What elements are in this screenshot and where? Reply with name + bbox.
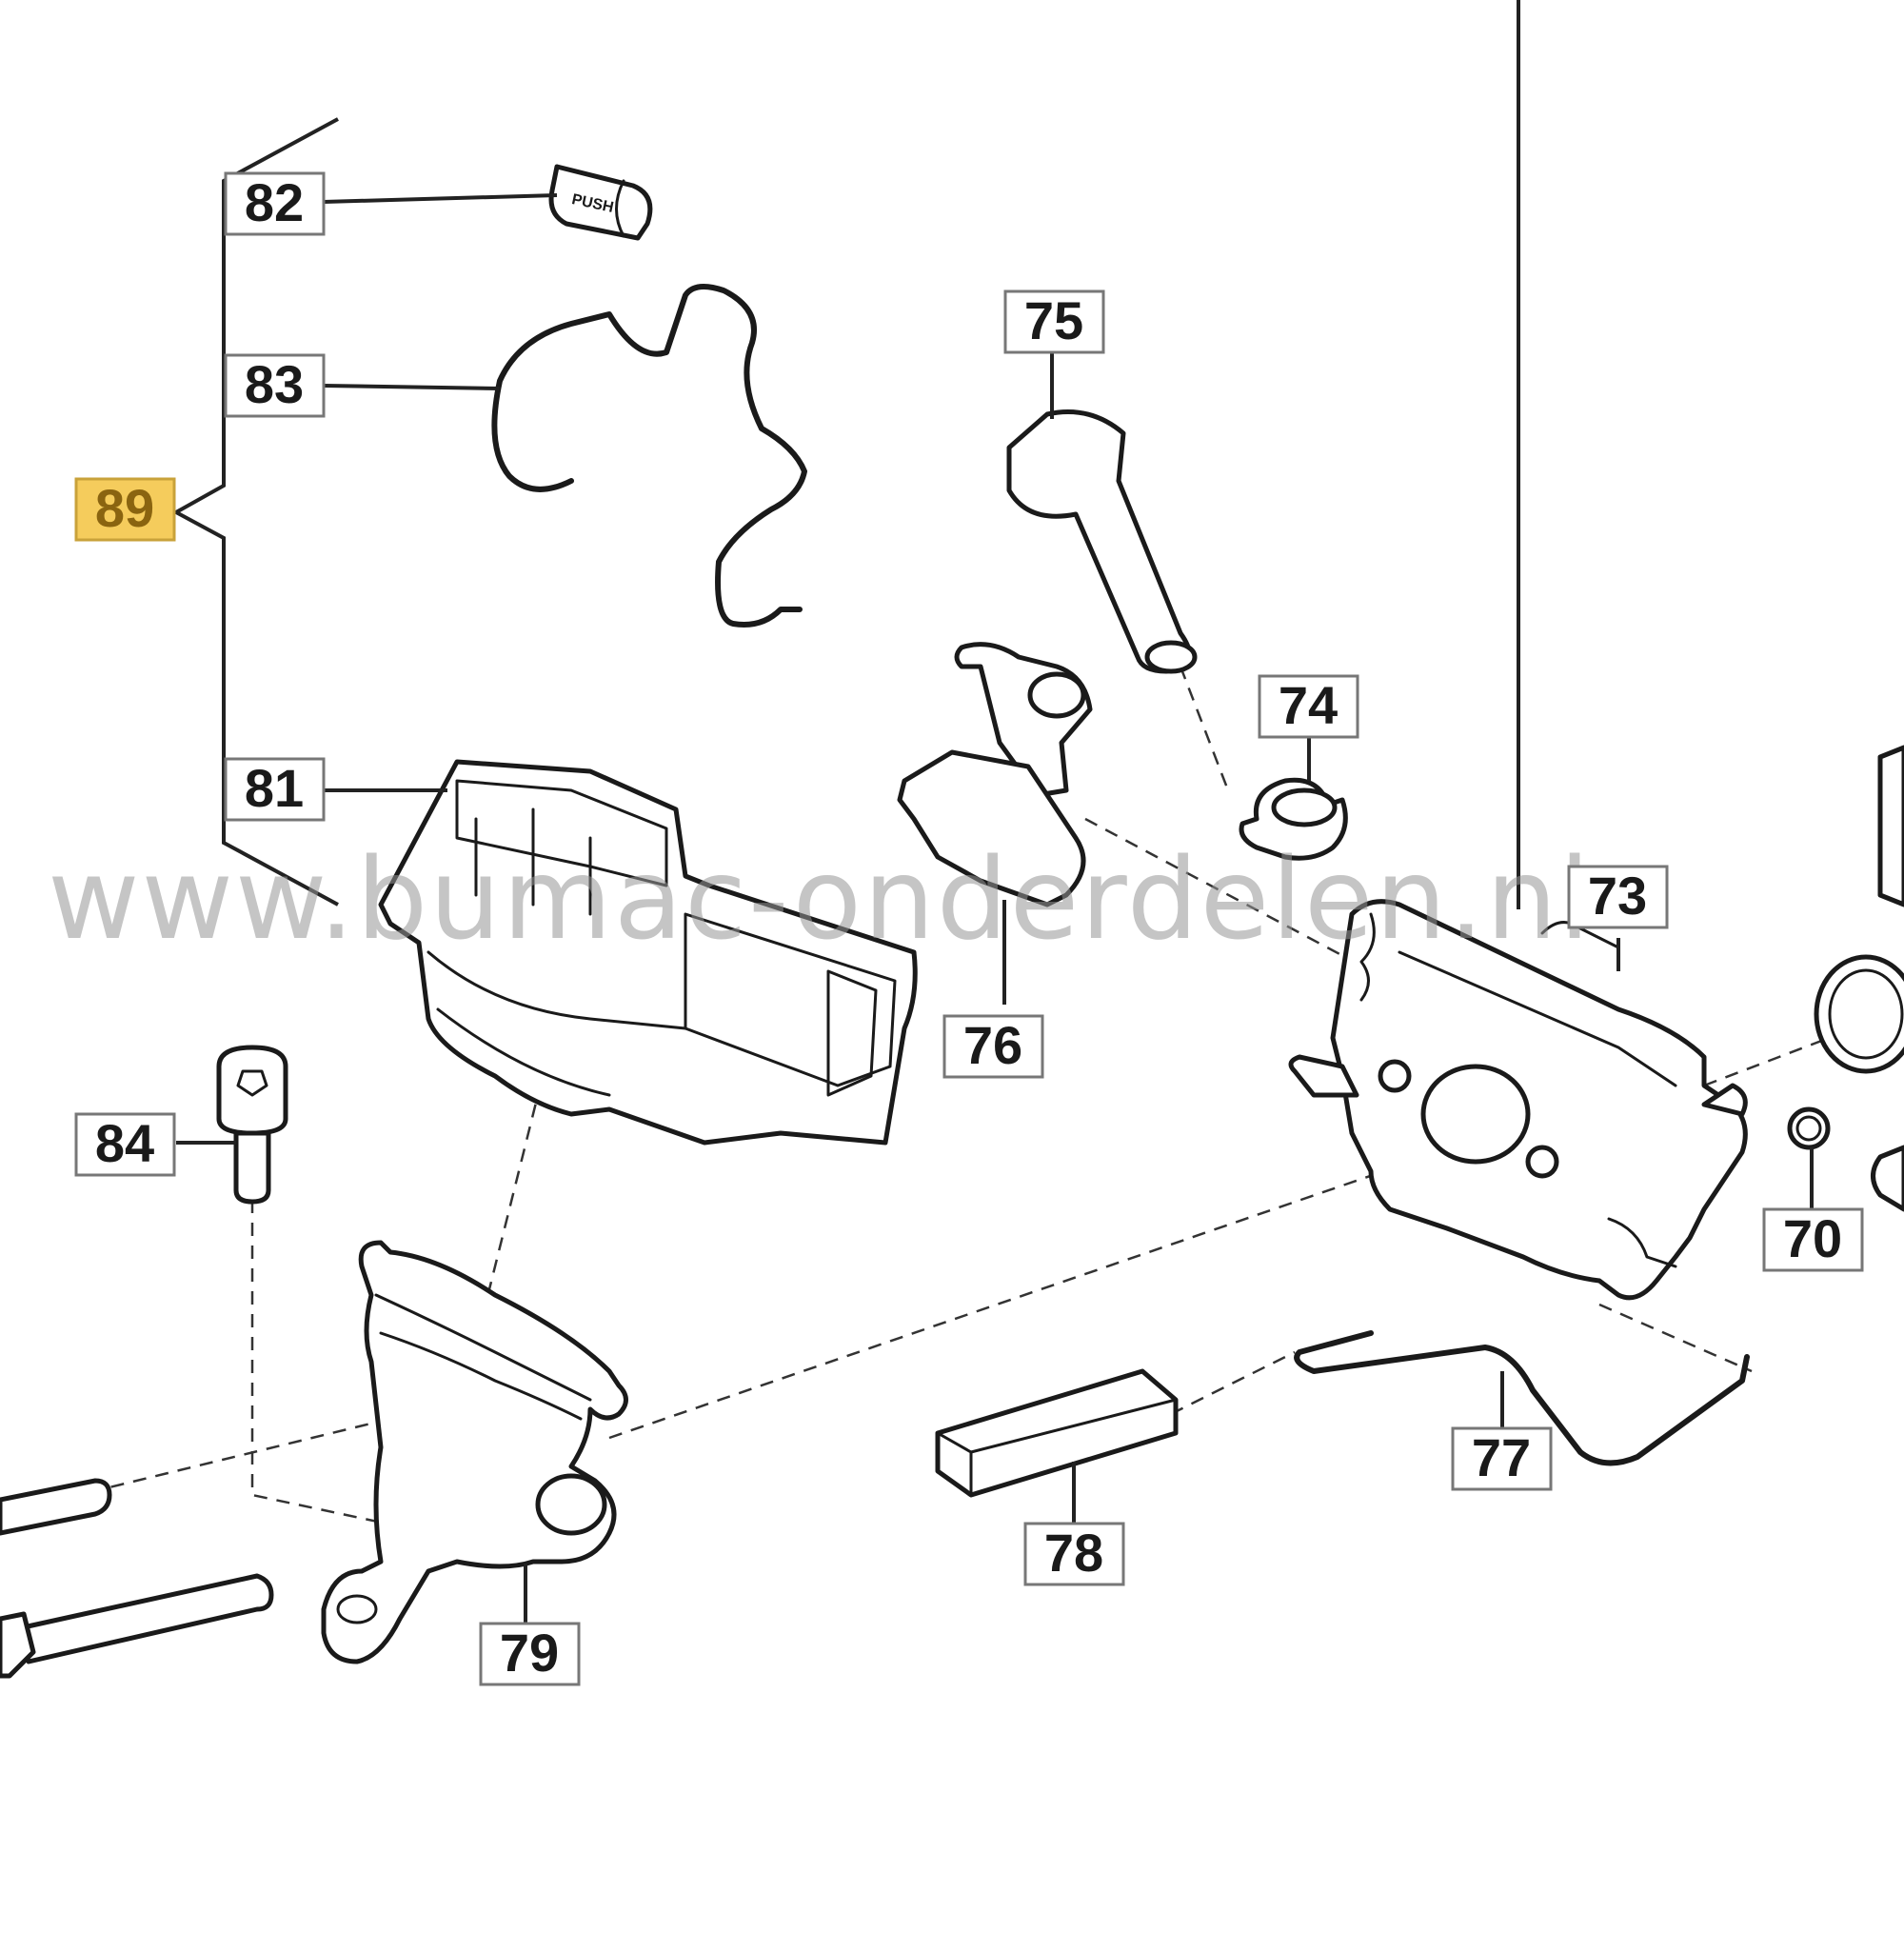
bolt-left-upper bbox=[0, 1478, 112, 1536]
callout-73[interactable]: 73 bbox=[1567, 865, 1669, 929]
part-79-intake-manifold[interactable] bbox=[321, 1240, 628, 1664]
callout-81[interactable]: 81 bbox=[224, 757, 326, 822]
part-74-grommet[interactable] bbox=[1239, 777, 1348, 861]
part-81-filter-housing[interactable] bbox=[378, 759, 918, 1146]
callout-79[interactable]: 79 bbox=[479, 1622, 581, 1686]
callout-81-label: 81 bbox=[245, 758, 304, 818]
part-73-carburetor[interactable] bbox=[1288, 899, 1748, 1301]
watermark-text: www.bumac-onderdelen.nl bbox=[48, 833, 1592, 965]
part-70-o-ring[interactable] bbox=[1787, 1106, 1831, 1150]
callout-70[interactable]: 70 bbox=[1762, 1207, 1864, 1272]
part-82-push-cap[interactable]: PUSH bbox=[548, 164, 653, 241]
callout-75-label: 75 bbox=[1024, 290, 1083, 350]
callout-83[interactable]: 83 bbox=[224, 353, 326, 418]
callout-73-label: 73 bbox=[1588, 866, 1647, 926]
part-84-screw[interactable] bbox=[216, 1045, 288, 1205]
part-77-throttle-rod[interactable] bbox=[1294, 1330, 1750, 1466]
callout-70-label: 70 bbox=[1783, 1208, 1842, 1268]
part-right-edge-ring bbox=[1814, 954, 1904, 1074]
part-right-edge-block bbox=[1877, 745, 1904, 907]
callout-83-label: 83 bbox=[245, 354, 304, 414]
callout-76-label: 76 bbox=[963, 1015, 1022, 1075]
callout-78-label: 78 bbox=[1044, 1523, 1103, 1583]
callout-77-label: 77 bbox=[1472, 1427, 1531, 1487]
callout-82-label: 82 bbox=[245, 172, 304, 232]
part-75-tube[interactable] bbox=[1006, 409, 1198, 674]
callout-76[interactable]: 76 bbox=[942, 1014, 1044, 1079]
callout-77[interactable]: 77 bbox=[1451, 1426, 1553, 1491]
part-78-foam-pad[interactable] bbox=[935, 1368, 1179, 1498]
callout-82[interactable]: 82 bbox=[224, 171, 326, 236]
callout-79-label: 79 bbox=[500, 1623, 559, 1683]
leader-83 bbox=[323, 384, 501, 390]
callout-89-label: 89 bbox=[95, 478, 154, 538]
leader-82 bbox=[323, 193, 558, 204]
part-83-wire-spring[interactable] bbox=[491, 284, 807, 628]
callout-74[interactable]: 74 bbox=[1258, 674, 1359, 739]
callout-89[interactable]: 89 bbox=[74, 477, 176, 542]
callout-84[interactable]: 84 bbox=[74, 1112, 176, 1177]
callout-74-label: 74 bbox=[1279, 675, 1338, 735]
part-right-edge-pin bbox=[1871, 1145, 1904, 1212]
bolt-left-lower bbox=[0, 1573, 274, 1679]
callout-75[interactable]: 75 bbox=[1003, 289, 1105, 354]
callout-84-label: 84 bbox=[95, 1113, 154, 1173]
part-76-bracket[interactable] bbox=[897, 642, 1093, 907]
callout-78[interactable]: 78 bbox=[1023, 1522, 1125, 1586]
